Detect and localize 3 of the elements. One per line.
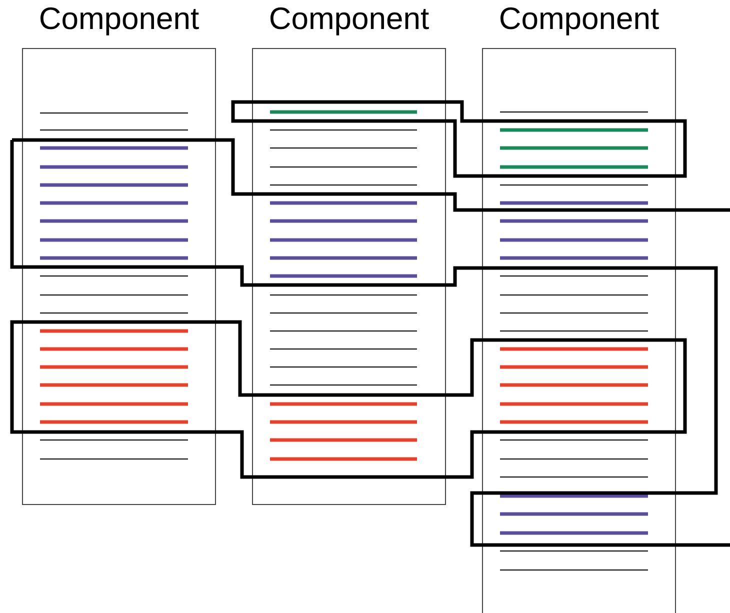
column-heading: Component: [38, 1, 200, 37]
column-heading: Component: [268, 1, 430, 37]
column-heading: Component: [498, 1, 660, 37]
